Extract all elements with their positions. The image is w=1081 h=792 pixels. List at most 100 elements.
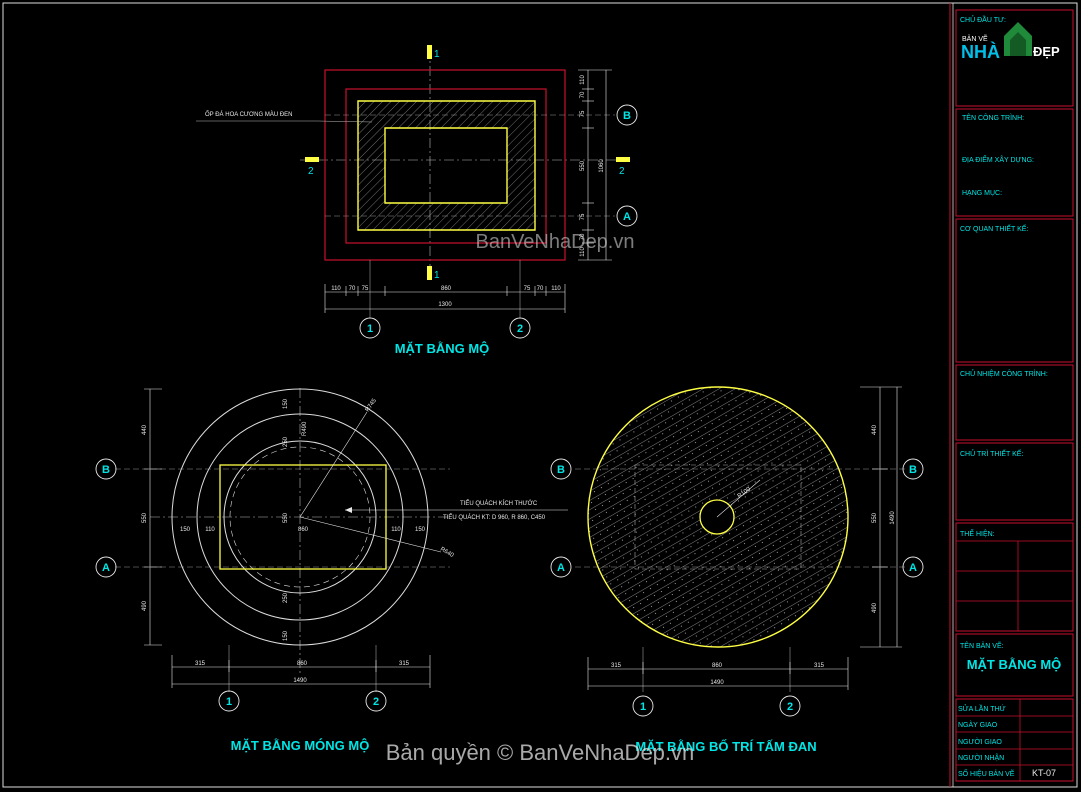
top-dim-b2: 75 xyxy=(362,286,369,292)
inner-dim-2: 860 xyxy=(298,527,309,533)
top-dim-b6: 110 xyxy=(551,286,561,292)
radius-r2: R640 xyxy=(439,547,455,560)
ring-outer xyxy=(171,388,429,646)
top-dim-r4: 75 xyxy=(580,213,586,220)
tb-co-quan: CƠ QUAN THIẾT KẾ: xyxy=(960,223,1028,233)
right-dim-b0: 315 xyxy=(611,663,622,669)
right-grid-2: 2 xyxy=(787,701,793,713)
top-dim-r5: 70 xyxy=(580,233,586,240)
left-dim-b1: 860 xyxy=(297,661,308,667)
top-grid-b: B xyxy=(623,110,631,122)
top-dim-b4: 75 xyxy=(524,286,531,292)
top-dim-b3: 860 xyxy=(441,286,452,292)
callout-line-2: TIỂU QUÁCH KT: D 960, R 860, C450 xyxy=(443,514,546,521)
granite-ring xyxy=(357,100,536,231)
right-dim-r1: 550 xyxy=(872,512,878,523)
section-mark-1-bottom: 1 xyxy=(434,270,440,281)
logo-top: BẢN VẼ xyxy=(962,34,988,43)
left-dim-l2: 490 xyxy=(142,600,148,611)
tb-sheet-no: KT-07 xyxy=(1032,768,1056,778)
tb-drawing-name: MẶT BẰNG MỘ xyxy=(967,657,1062,672)
tb-so-hieu: SỐ HIỆU BẢN VẼ xyxy=(958,768,1015,778)
title-block xyxy=(949,3,1074,787)
section-mark-2-right: 2 xyxy=(619,166,625,177)
top-dim-b0: 110 xyxy=(331,286,341,292)
section-mark-2-left: 2 xyxy=(308,166,314,177)
ring-inner xyxy=(223,440,377,594)
outer-border xyxy=(324,69,566,261)
right-grid-b-left: B xyxy=(557,464,565,476)
inner-dim-0: 150 xyxy=(180,527,191,533)
right-grid-b-right: B xyxy=(909,464,917,476)
top-dim-r0: 110 xyxy=(580,75,586,85)
inner-dim-5: 550 xyxy=(283,512,289,523)
top-dim-b1: 70 xyxy=(349,286,356,292)
left-dim-l0: 440 xyxy=(142,424,148,435)
left-grid-b: B xyxy=(102,464,110,476)
inner-dim-1: 110 xyxy=(205,527,215,533)
right-dim-total-v: 1490 xyxy=(890,511,896,525)
tb-chu-dau-tu: CHỦ ĐẦU TƯ: xyxy=(960,14,1006,24)
right-grid-a-left: A xyxy=(557,562,565,574)
top-dim-r6: 110 xyxy=(580,247,586,257)
tieu-quach-outline xyxy=(219,464,387,570)
granite-note: ỐP ĐÁ HOA CƯƠNG MÀU ĐEN xyxy=(205,111,293,118)
tb-chu-nhiem: CHỦ NHIỆM CÔNG TRÌNH: xyxy=(960,369,1048,378)
tb-nguoi-nhan: NGƯỜI NHẬN xyxy=(958,753,1004,762)
tb-ten-ban-ve: TÊN BẢN VẼ: xyxy=(960,641,1004,650)
left-dim-b0: 315 xyxy=(195,661,206,667)
inner-dim-4: 150 xyxy=(415,527,426,533)
watermark-copyright: Bản quyền © BanVeNhaDep.vn xyxy=(386,740,695,765)
callout-line-1: TIỂU QUÁCH KÍCH THƯỚC xyxy=(460,500,538,507)
foundation-plan: R745 R640 R490 150 110 860 110 150 550 2… xyxy=(95,388,568,753)
inner-dim-8: 150 xyxy=(283,398,289,409)
ring-middle xyxy=(196,413,404,621)
left-grid-1: 1 xyxy=(226,696,232,708)
left-dim-b2: 315 xyxy=(399,661,410,667)
watermark-center: BanVeNhaDep.vn xyxy=(475,231,634,253)
tb-dia-diem: ĐỊA ĐIỂM XÂY DỰNG: xyxy=(962,155,1034,164)
right-dim-b2: 315 xyxy=(814,663,825,669)
section-mark-1-top: 1 xyxy=(434,49,440,60)
tb-nguoi-giao: NGƯỜI GIAO xyxy=(958,737,1002,746)
top-plan-title: MẶT BẰNG MỘ xyxy=(395,341,490,356)
slab-plan-title: MẶT BẰNG BỐ TRÍ TẤM ĐAN xyxy=(635,739,816,754)
slab-plan: R100 440 550 490 1490 315 860 315 1490 B… xyxy=(550,386,924,754)
tb-ngay-giao: NGÀY GIAO xyxy=(958,720,998,729)
inner-dim-9: 150 xyxy=(283,630,289,641)
inner-dim-6: 250 xyxy=(283,436,289,447)
inner-dim-7: 250 xyxy=(283,592,289,603)
house-icon xyxy=(1004,22,1032,56)
top-dim-r1: 70 xyxy=(580,91,586,98)
top-dim-b5: 70 xyxy=(537,286,544,292)
top-grid-2: 2 xyxy=(517,323,523,335)
tb-the-hien: THỂ HIỆN: xyxy=(960,529,995,538)
top-dim-right-total: 1060 xyxy=(599,159,605,173)
top-grid-1: 1 xyxy=(367,323,373,335)
logo-nha: NHÀ xyxy=(961,41,1000,62)
top-dim-total: 1300 xyxy=(438,302,452,308)
right-dim-b1: 860 xyxy=(712,663,723,669)
logo: BẢN VẼ NHÀ ĐẸP xyxy=(961,22,1060,62)
left-grid-2: 2 xyxy=(373,696,379,708)
left-grid-a: A xyxy=(102,562,110,574)
top-dim-r2: 75 xyxy=(580,110,586,117)
logo-dep: ĐẸP xyxy=(1033,44,1060,59)
inner-dim-3: 110 xyxy=(391,527,401,533)
foundation-plan-title: MẶT BẰNG MÓNG MỘ xyxy=(231,738,370,753)
top-plan: 1 1 2 2 ỐP ĐÁ HOA CƯƠNG MÀU ĐEN 110 70 7… xyxy=(196,45,638,356)
right-dim-r2: 490 xyxy=(872,602,878,613)
top-grid-a: A xyxy=(623,211,631,223)
tb-chu-tri: CHỦ TRÌ THIẾT KẾ: xyxy=(960,448,1023,458)
tb-ten-cong-trinh: TÊN CÔNG TRÌNH: xyxy=(962,113,1024,122)
radius-r3: R490 xyxy=(302,421,308,436)
right-grid-a-right: A xyxy=(909,562,917,574)
right-dim-total: 1490 xyxy=(710,680,724,686)
right-dim-r0: 440 xyxy=(872,424,878,435)
left-dim-l1: 550 xyxy=(142,512,148,523)
tb-sua-lan-thu: SỬA LẦN THỨ xyxy=(958,703,1006,713)
top-dim-r3: 550 xyxy=(580,160,586,171)
tb-hang-muc: HẠNG MỤC: xyxy=(962,190,1002,197)
